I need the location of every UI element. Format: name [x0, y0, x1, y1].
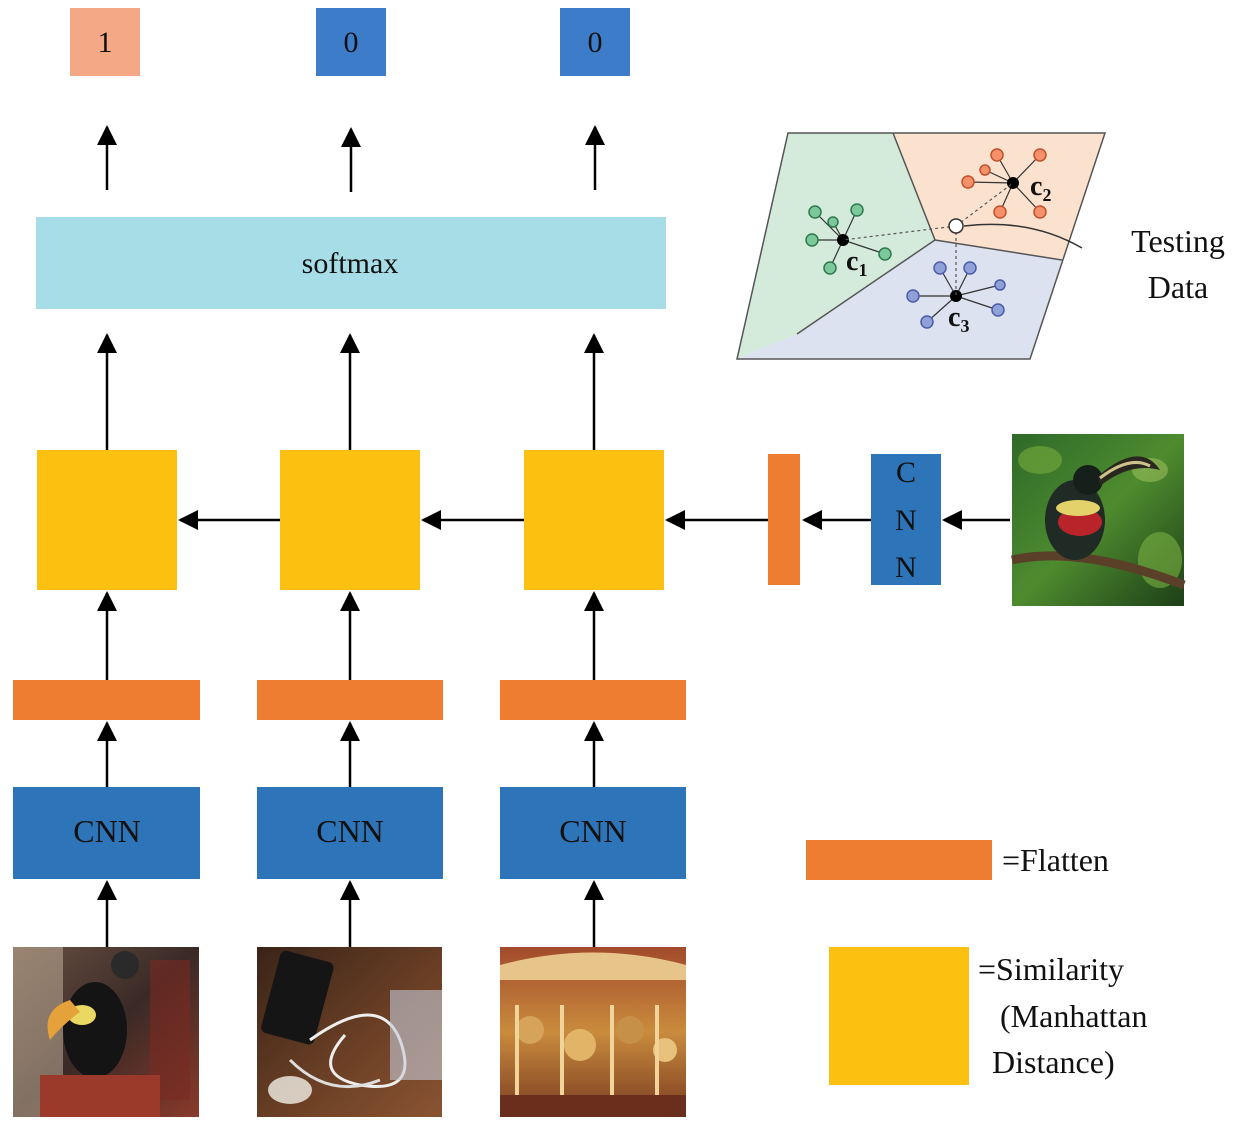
output-value-1: 1	[98, 26, 113, 59]
cnn-label-3: CNN	[559, 813, 627, 849]
legend-flatten-swatch	[806, 840, 992, 880]
region-c3	[737, 240, 1062, 359]
output-box-2	[316, 8, 386, 76]
query-cnn-letter-1: C	[896, 456, 916, 489]
cluster-c2-points	[961, 148, 1047, 219]
centroid-label-c3: c3	[948, 302, 969, 336]
region-c1	[737, 133, 935, 359]
cnn-row: CNN CNN CNN	[13, 787, 686, 879]
test-distance-lines	[842, 182, 1014, 296]
centroid-label-c1: c1	[846, 246, 867, 280]
query-image	[1011, 434, 1186, 606]
flatten-bar-3	[500, 680, 686, 720]
support-image-3	[500, 947, 686, 1117]
cluster-c3-points	[906, 261, 1006, 329]
test-point	[948, 218, 964, 234]
testing-data-label-2: Data	[1148, 269, 1208, 305]
cnn-box-2	[257, 787, 443, 879]
output-value-3: 0	[588, 26, 603, 59]
plot-border	[736, 132, 1107, 360]
softmax-label: softmax	[302, 247, 399, 280]
legend-similarity-swatch	[829, 947, 969, 1085]
legend-similarity-label-1: =Similarity	[978, 951, 1124, 987]
output-value-2: 0	[344, 26, 359, 59]
output-box-3	[560, 8, 630, 76]
query-cnn-letter-3: N	[895, 551, 917, 584]
flatten-to-similarity-arrows	[97, 591, 604, 680]
similarity-row	[37, 450, 664, 590]
legend-similarity-label-3: Distance)	[992, 1044, 1115, 1080]
cnn-label-2: CNN	[316, 813, 384, 849]
output-box-1	[70, 8, 140, 76]
similarity-box-1	[37, 450, 177, 590]
prototype-plot: c1 c2 c3 Testing Data	[736, 132, 1225, 360]
legend-flatten-label: =Flatten	[1002, 842, 1109, 878]
cnn-to-flatten-arrows	[97, 721, 604, 787]
query-cnn-letter-2: N	[895, 504, 917, 537]
similarity-box-3	[524, 450, 664, 590]
support-image-2	[257, 947, 442, 1117]
cluster-c1-points	[805, 203, 892, 275]
legend: =Flatten =Similarity (Manhattan Distance…	[806, 840, 1148, 1085]
image-to-cnn-arrows	[97, 880, 604, 947]
region-c2	[893, 133, 1105, 260]
centroid-c3-dot	[950, 290, 962, 302]
query-cnn-box	[871, 454, 941, 585]
cnn-box-3	[500, 787, 686, 879]
centroid-c1-dot	[837, 234, 849, 246]
boundary-c2-c3	[934, 239, 1063, 261]
test-pointer-line	[963, 223, 1083, 249]
support-image-1	[13, 947, 199, 1117]
cnn-label-1: CNN	[73, 813, 141, 849]
similarity-box-2	[280, 450, 420, 590]
cnn-box-1	[13, 787, 200, 879]
similarity-to-softmax-arrows	[97, 333, 604, 450]
flatten-bar-1	[13, 680, 200, 720]
query-flatten-bar	[768, 454, 800, 585]
centroid-label-c2: c2	[1030, 171, 1051, 205]
softmax-layer	[36, 217, 666, 309]
output-arrows	[97, 125, 605, 192]
legend-similarity-label-2: (Manhattan	[1000, 998, 1148, 1034]
flatten-bar-2	[257, 680, 443, 720]
output-row: 1 0 0	[70, 8, 630, 76]
flatten-row	[13, 680, 686, 720]
testing-data-label-1: Testing	[1131, 223, 1225, 259]
